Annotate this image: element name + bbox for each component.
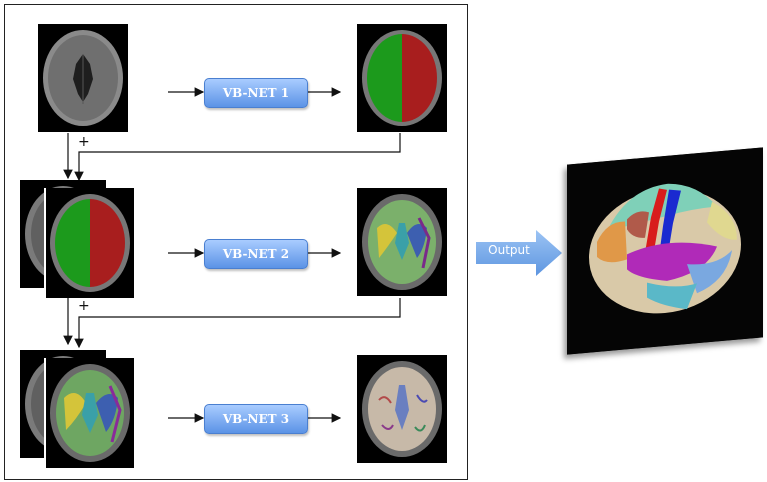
output-arrow [476,230,562,276]
brain-3d-render [567,147,763,355]
plus-sign-1: + [78,134,90,150]
plus-sign-2: + [78,298,90,314]
input-mri-1 [38,24,128,132]
input-hemisphere-2-front [44,188,134,298]
output-label: Output [488,243,530,257]
output-tissue-2 [357,188,447,296]
output-parcellation-3 [357,355,447,463]
input-tissue-3-front [44,358,134,468]
output-hemisphere-1 [357,24,447,132]
vbnet-3-box: VB-NET 3 [204,404,308,434]
vbnet-1-box: VB-NET 1 [204,78,308,108]
vbnet-2-box: VB-NET 2 [204,239,308,269]
